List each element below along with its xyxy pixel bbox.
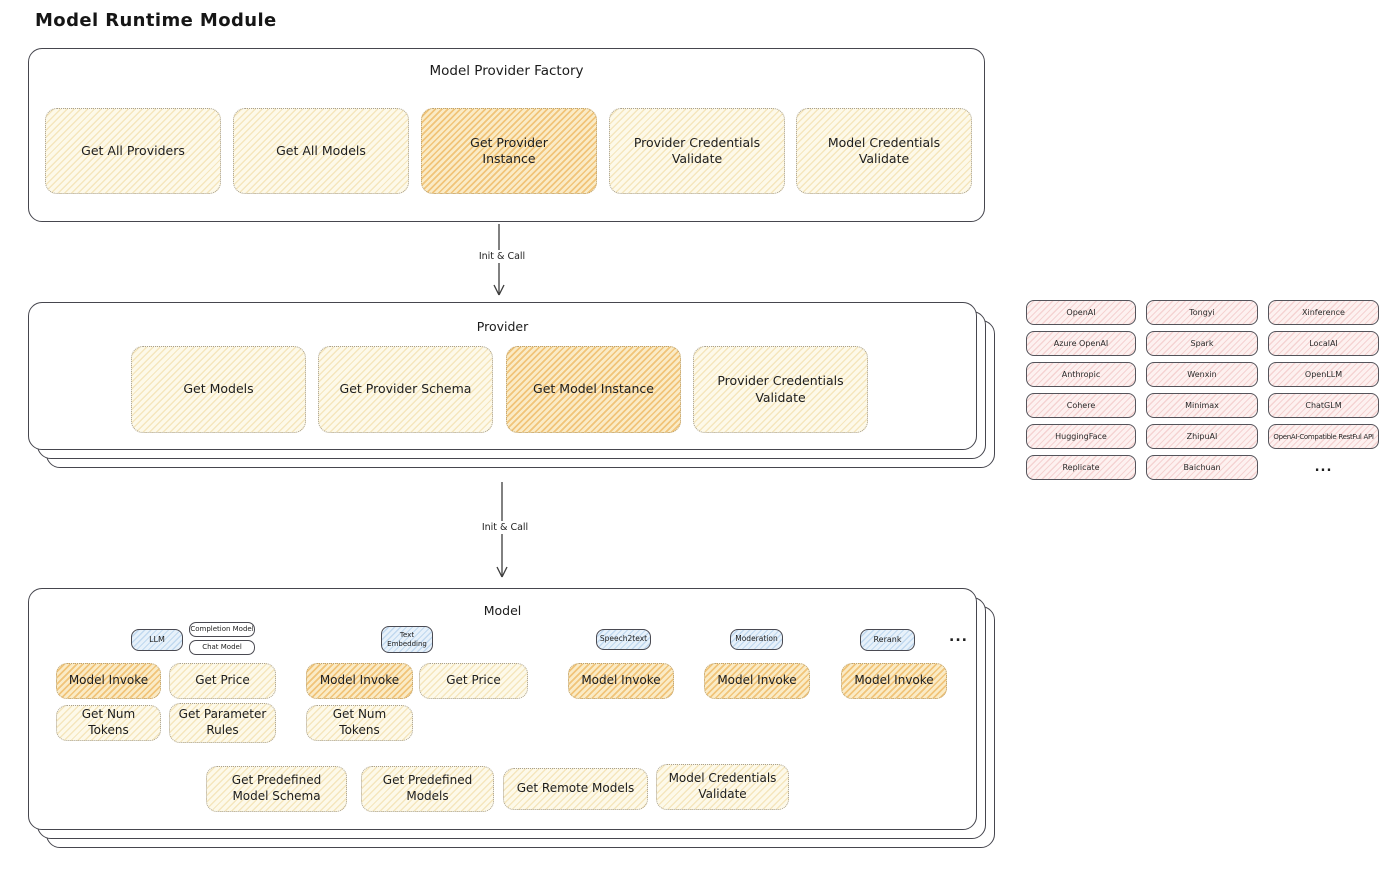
provider-chip-cohere: Cohere <box>1026 393 1136 418</box>
get-predefined-models-node: Get Predefined Models <box>361 766 494 812</box>
get-model-instance-node: Get Model Instance <box>506 346 681 433</box>
provider-credentials-validate-node: Provider Credentials Validate <box>609 108 785 194</box>
provider-chip-minimax: Minimax <box>1146 393 1258 418</box>
provider-chip-chatglm: ChatGLM <box>1268 393 1379 418</box>
model-invoke-node-text-embedding: Model Invoke <box>306 663 413 699</box>
provider-chip-azure-openai: Azure OpenAI <box>1026 331 1136 356</box>
get-models-node: Get Models <box>131 346 306 433</box>
llm-type-chip: LLM <box>131 629 183 651</box>
provider-chip-anthropic: Anthropic <box>1026 362 1136 387</box>
init-call-label-2: Init & Call <box>469 521 541 534</box>
model-invoke-node-llm: Model Invoke <box>56 663 161 699</box>
get-remote-models-node: Get Remote Models <box>503 768 648 810</box>
provider-chip-baichuan: Baichuan <box>1146 455 1258 480</box>
provider-chip-zhipuai: ZhipuAI <box>1146 424 1258 449</box>
model-types-ellipsis: ... <box>949 629 968 645</box>
get-all-models-node: Get All Models <box>233 108 409 194</box>
provider-chip-spark: Spark <box>1146 331 1258 356</box>
model-invoke-node-speech2text: Model Invoke <box>568 663 674 699</box>
provider-chip-openllm: OpenLLM <box>1268 362 1379 387</box>
get-parameter-rules-node: Get Parameter Rules <box>169 703 276 743</box>
get-predefined-model-schema-node: Get Predefined Model Schema <box>206 766 347 812</box>
model-provider-factory-box: Model Provider Factory Get All Providers… <box>28 48 985 222</box>
provider-credentials-validate-node: Provider Credentials Validate <box>693 346 868 433</box>
provider-name-grid: OpenAI Tongyi Xinference Azure OpenAI Sp… <box>1026 300 1379 480</box>
text-embedding-type-chip: Text Embedding <box>381 626 433 653</box>
model-box: Model LLM Completion Model Chat Model Te… <box>28 588 977 830</box>
completion-model-chip: Completion Model <box>189 622 255 637</box>
rerank-type-chip: Rerank <box>860 629 915 651</box>
provider-box: Provider Get Models Get Provider Schema … <box>28 302 977 450</box>
provider-chip-localai: LocalAI <box>1268 331 1379 356</box>
model-invoke-node-rerank: Model Invoke <box>841 663 947 699</box>
get-num-tokens-node-text-embedding: Get Num Tokens <box>306 705 413 741</box>
provider-grid-ellipsis: ... <box>1314 460 1333 475</box>
page-title: Model Runtime Module <box>35 10 277 31</box>
model-credentials-validate-node: Model Credentials Validate <box>796 108 972 194</box>
provider-chip-huggingface: HuggingFace <box>1026 424 1136 449</box>
provider-chip-tongyi: Tongyi <box>1146 300 1258 325</box>
factory-title: Model Provider Factory <box>429 63 584 79</box>
init-call-label-1: Init & Call <box>466 250 538 263</box>
get-provider-schema-node: Get Provider Schema <box>318 346 493 433</box>
get-all-providers-node: Get All Providers <box>45 108 221 194</box>
model-credentials-validate-node-bottom: Model Credentials Validate <box>656 764 789 810</box>
chat-model-chip: Chat Model <box>189 640 255 655</box>
model-invoke-node-moderation: Model Invoke <box>704 663 810 699</box>
get-num-tokens-node-llm: Get Num Tokens <box>56 705 161 741</box>
get-provider-instance-node: Get Provider Instance <box>421 108 597 194</box>
provider-chip-xinference: Xinference <box>1268 300 1379 325</box>
provider-chip-openai: OpenAI <box>1026 300 1136 325</box>
get-price-node-text-embedding: Get Price <box>419 663 528 699</box>
provider-title: Provider <box>476 319 529 334</box>
get-price-node-llm: Get Price <box>169 663 276 699</box>
provider-chip-replicate: Replicate <box>1026 455 1136 480</box>
provider-chip-wenxin: Wenxin <box>1146 362 1258 387</box>
moderation-type-chip: Moderation <box>730 629 783 650</box>
provider-chip-openai-compatible-restful-api: OpenAI-Compatible RestFul API <box>1268 424 1379 449</box>
model-title: Model <box>483 603 522 618</box>
speech2text-type-chip: Speech2text <box>596 629 651 650</box>
